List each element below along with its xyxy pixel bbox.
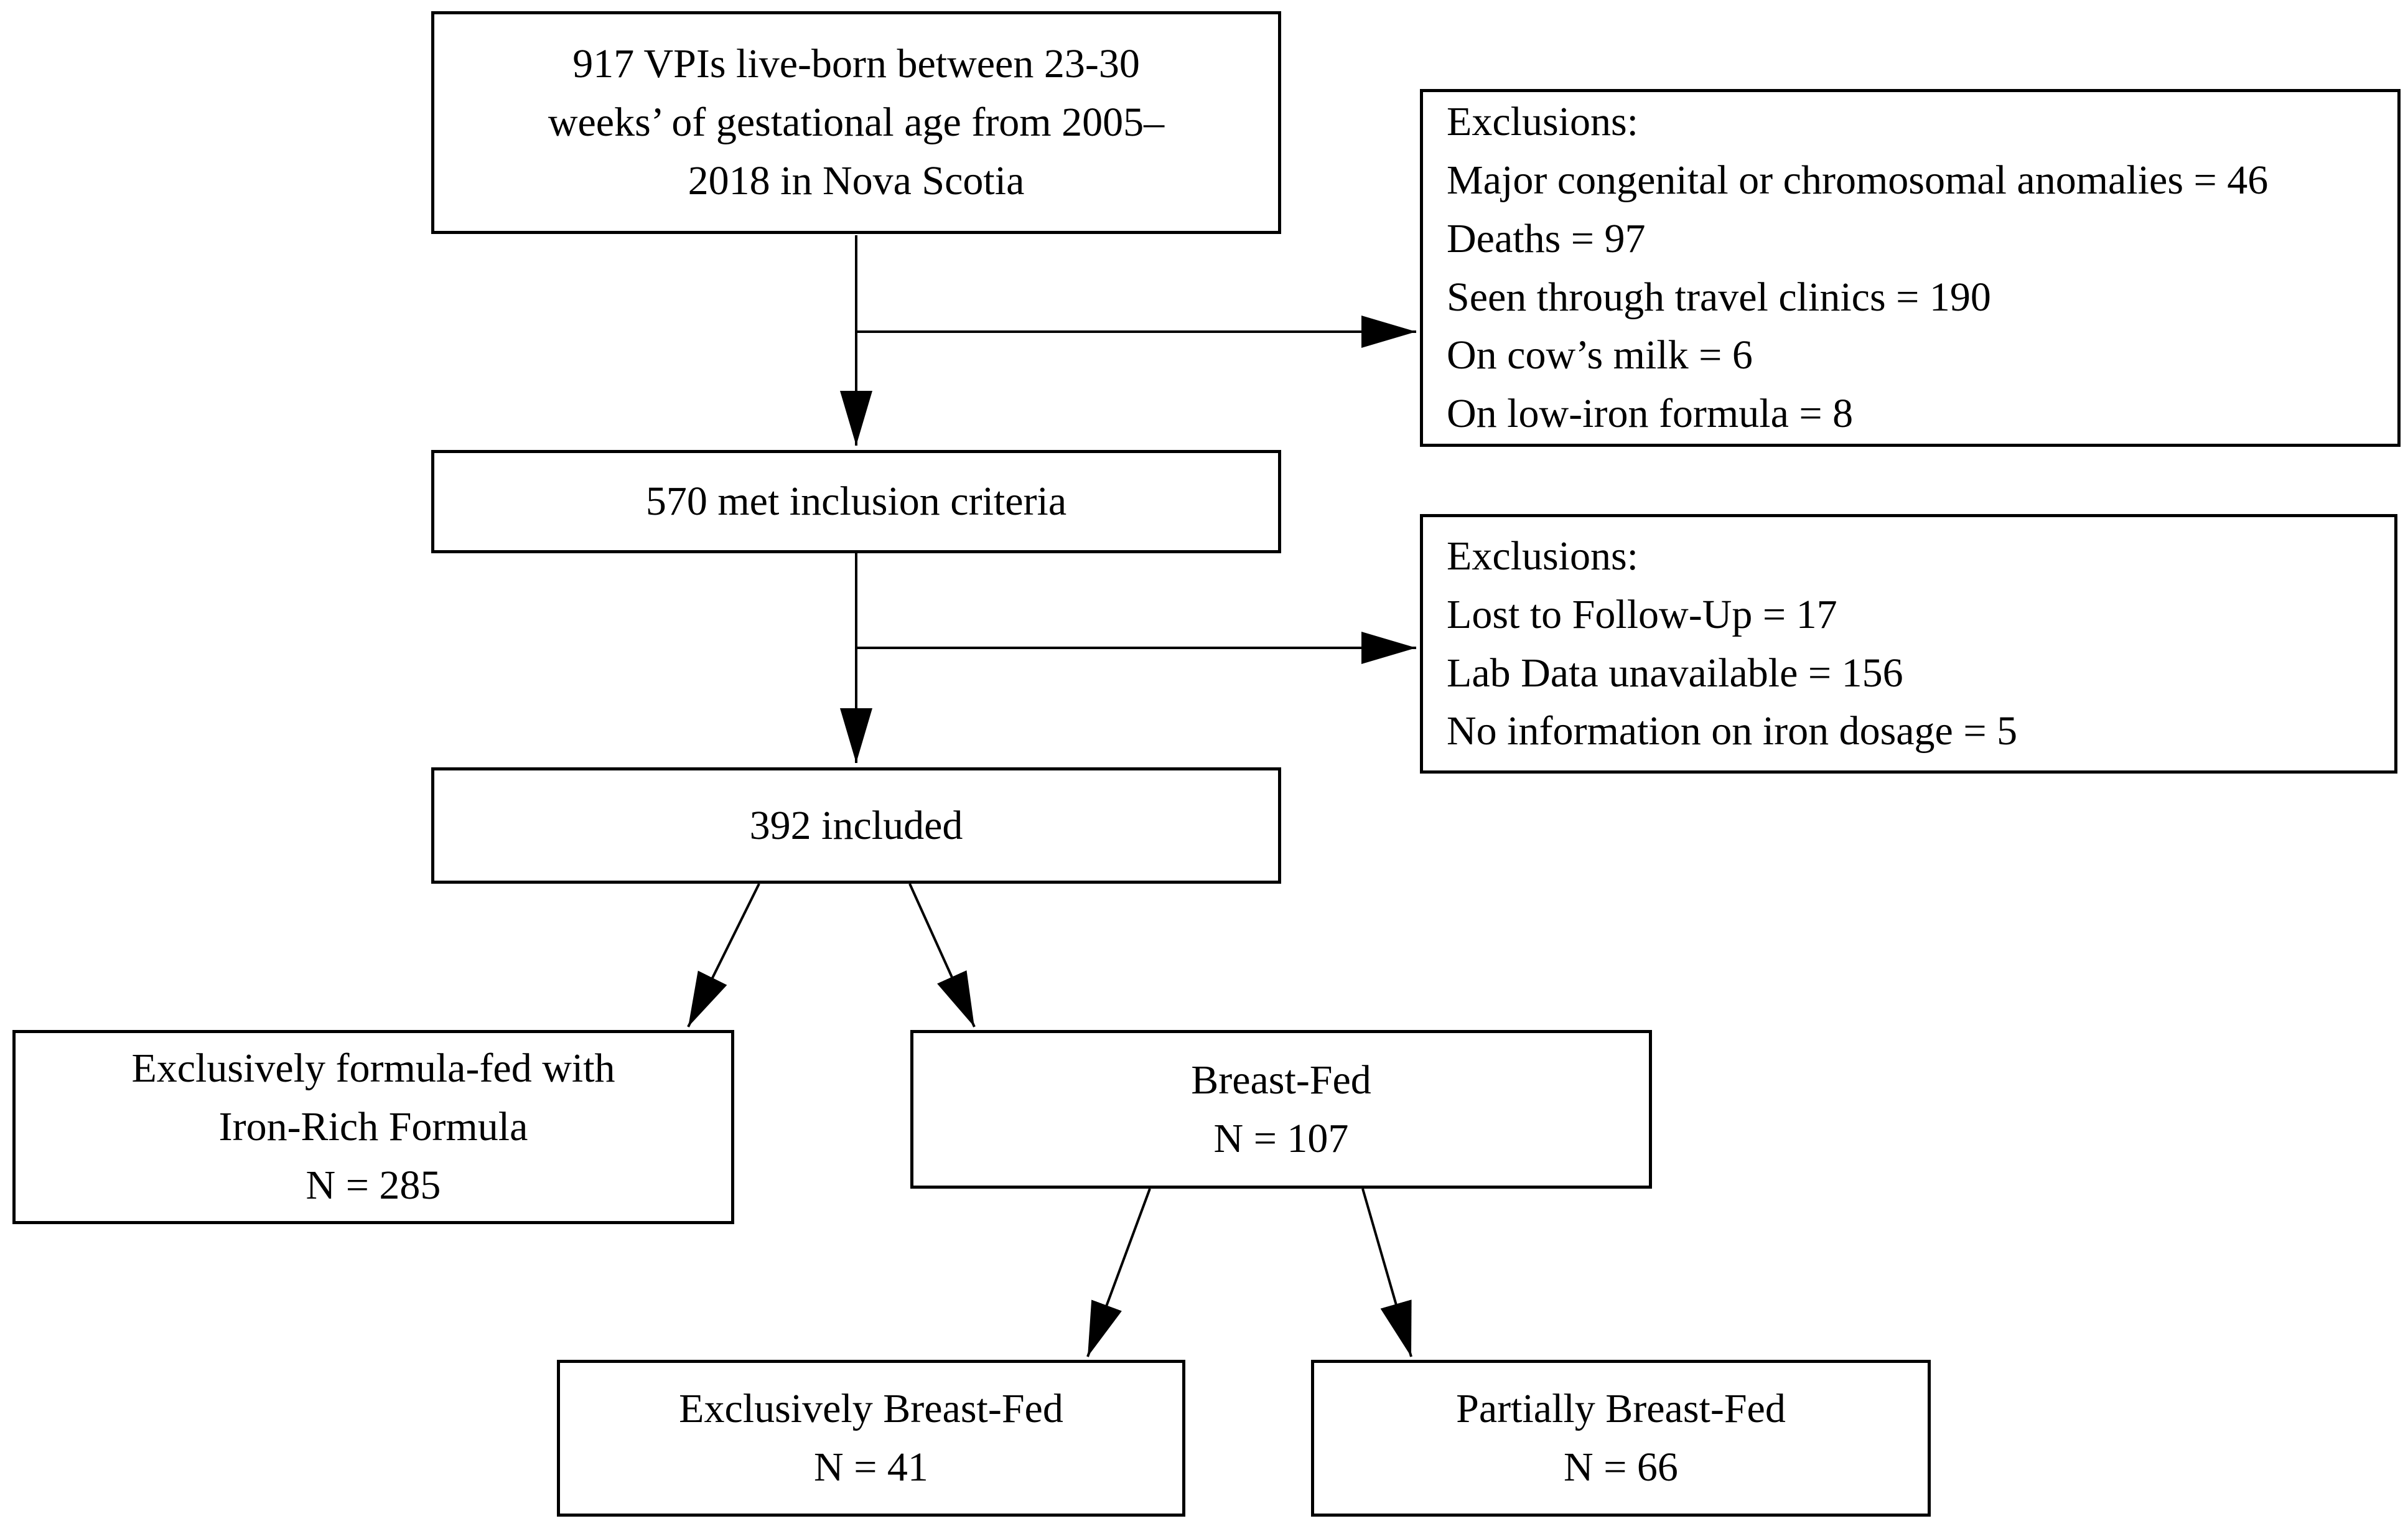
exclusions-1-item: On low-iron formula = 8 xyxy=(1447,390,1854,436)
exclusions-2-item: No information on iron dosage = 5 xyxy=(1447,708,2018,754)
node-formula-fed-line-2: Iron-Rich Formula xyxy=(218,1104,528,1150)
exclusions-1-item: Deaths = 97 xyxy=(1447,215,1646,261)
exclusions-1-title: Exclusions: xyxy=(1447,99,1638,145)
exclusions-1-item: Seen through travel clinics = 190 xyxy=(1447,274,1991,320)
connector-included-to-breast-fed xyxy=(908,883,976,1027)
exclusions-1-item: Major congenital or chromosomal anomalie… xyxy=(1447,157,2269,204)
node-exclusively-breast-fed-count: N = 41 xyxy=(814,1444,928,1490)
connector-breast-fed-to-exclusive xyxy=(1086,1188,1151,1357)
node-population-line-3: 2018 in Nova Scotia xyxy=(688,157,1025,204)
node-formula-fed-line-1: Exclusively formula-fed with xyxy=(131,1046,615,1092)
node-population: 917 VPIs live-born between 23-30 weeks’ … xyxy=(431,11,1281,234)
node-included-text: 392 included xyxy=(749,802,963,848)
connector-included-to-formula-fed xyxy=(687,883,760,1027)
exclusions-2-title: Exclusions: xyxy=(1447,533,1638,579)
node-exclusively-breast-fed-label: Exclusively Breast-Fed xyxy=(679,1386,1063,1432)
node-population-line-2: weeks’ of gestational age from 2005– xyxy=(548,100,1165,146)
node-exclusions-1: Exclusions: Major congenital or chromoso… xyxy=(1420,89,2401,447)
node-breast-fed-label: Breast-Fed xyxy=(1191,1057,1371,1103)
node-partially-breast-fed: Partially Breast-Fed N = 66 xyxy=(1311,1360,1931,1517)
exclusions-2-item: Lab Data unavailable = 156 xyxy=(1447,650,1903,696)
node-partially-breast-fed-count: N = 66 xyxy=(1564,1444,1678,1490)
connector-breast-fed-to-partial xyxy=(1361,1188,1412,1357)
node-met-inclusion-criteria: 570 met inclusion criteria xyxy=(431,450,1281,553)
node-included: 392 included xyxy=(431,767,1281,884)
node-partially-breast-fed-label: Partially Breast-Fed xyxy=(1456,1386,1786,1432)
node-met-inclusion-criteria-text: 570 met inclusion criteria xyxy=(645,479,1067,525)
node-population-line-1: 917 VPIs live-born between 23-30 xyxy=(572,41,1140,87)
node-breast-fed-count: N = 107 xyxy=(1213,1115,1349,1161)
node-breast-fed: Breast-Fed N = 107 xyxy=(910,1030,1652,1189)
node-formula-fed-count: N = 285 xyxy=(306,1162,441,1208)
exclusions-2-item: Lost to Follow-Up = 17 xyxy=(1447,591,1837,637)
node-formula-fed: Exclusively formula-fed with Iron-Rich F… xyxy=(12,1030,734,1224)
node-exclusions-2: Exclusions: Lost to Follow-Up = 17 Lab D… xyxy=(1420,514,2397,774)
node-exclusively-breast-fed: Exclusively Breast-Fed N = 41 xyxy=(557,1360,1185,1517)
exclusions-1-item: On cow’s milk = 6 xyxy=(1447,332,1753,378)
